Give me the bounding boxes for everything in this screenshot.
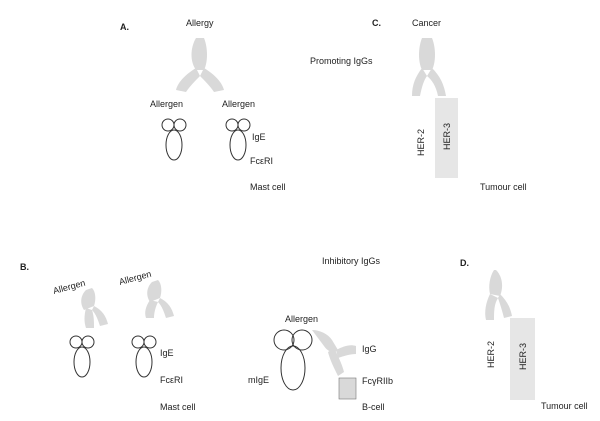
- panel-a-letter: A.: [120, 22, 129, 32]
- panel-a-receptor-label: FcεRI: [250, 156, 273, 166]
- panel-b-fc-receptor-block: [338, 377, 357, 400]
- panel-c-title: Cancer: [412, 18, 441, 28]
- panel-b: B. Allergen Allergen IgE FcεRI M: [20, 262, 393, 412]
- panel-b-igg-antibody-3: [312, 330, 356, 376]
- panel-b-receptor-label: FcεRI: [160, 375, 183, 385]
- panel-b-igg-antibody-2: [145, 280, 174, 318]
- panel-c-her3-receptor: [435, 98, 458, 178]
- panel-b-ige-complex-2: [131, 335, 157, 378]
- panel-b-b-cell-label: B-cell: [362, 402, 385, 412]
- panel-b-igg-antibody-1: [81, 288, 108, 328]
- panel-d-her3-receptor: [510, 318, 535, 400]
- panel-d-her2-label: HER-2: [486, 341, 496, 368]
- panel-a: A. Allergy Allergen Allergen IgE FcεRI M…: [120, 18, 286, 192]
- panel-d-cell-label: Tumour cell: [541, 401, 588, 411]
- panel-b-allergen-2-label: Allergen: [118, 269, 152, 287]
- panel-b-ige-complex-1: [69, 335, 95, 378]
- panel-a-cell-label: Mast cell: [250, 182, 286, 192]
- panel-a-ige-label: IgE: [252, 132, 266, 142]
- panel-b-migE-complex: [273, 329, 313, 391]
- panel-c-cell-label: Tumour cell: [480, 182, 527, 192]
- panel-b-migE-label: mIgE: [248, 375, 269, 385]
- panel-c-letter: C.: [372, 18, 381, 28]
- panel-c-antibody: [412, 38, 446, 96]
- panel-a-allergen-2-label: Allergen: [222, 99, 255, 109]
- panel-c: C. Cancer HER-2 HER-3 Tumour cell: [372, 18, 527, 192]
- panel-b-igg-label: IgG: [362, 344, 377, 354]
- panel-b-allergen-3-label: Allergen: [285, 314, 318, 324]
- panel-a-title: Allergy: [186, 18, 214, 28]
- panel-c-her2-label: HER-2: [416, 129, 426, 156]
- panel-a-igg-antibody: [176, 38, 224, 92]
- panel-d: D. HER-2 HER-3 Tumour cell: [460, 258, 588, 411]
- panel-b-mast-cell-label: Mast cell: [160, 402, 196, 412]
- panel-a-allergen-1-label: Allergen: [150, 99, 183, 109]
- panel-d-her3-label: HER-3: [518, 343, 528, 370]
- panel-c-her3-label: HER-3: [442, 123, 452, 150]
- promoting-iggs-label: Promoting IgGs: [310, 56, 373, 66]
- panel-a-ige-complex-2: [225, 118, 251, 161]
- panel-a-ige-complex-1: [161, 118, 187, 161]
- panel-b-ige-label: IgE: [160, 348, 174, 358]
- panel-b-allergen-1-label: Allergen: [52, 278, 86, 296]
- panel-d-letter: D.: [460, 258, 469, 268]
- panel-b-fc-receptor-label: FcγRIIb: [362, 376, 393, 386]
- panel-d-antibody: [485, 270, 512, 320]
- panel-b-letter: B.: [20, 262, 29, 272]
- inhibitory-iggs-label: Inhibitory IgGs: [322, 256, 381, 266]
